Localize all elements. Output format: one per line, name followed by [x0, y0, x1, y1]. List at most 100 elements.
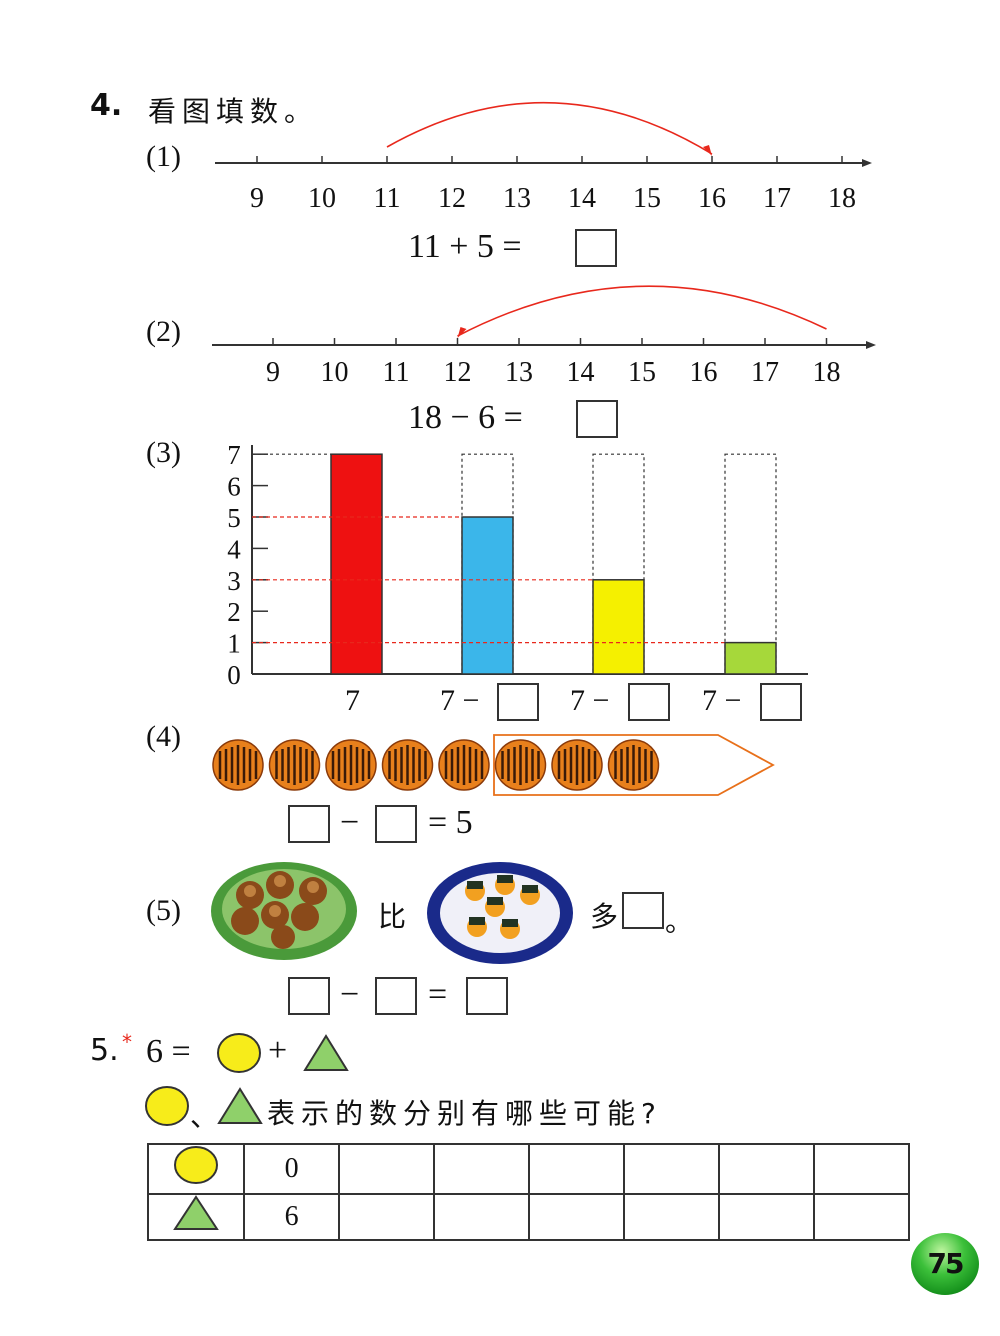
separator: 、 [190, 1100, 225, 1133]
bar-4 [724, 641, 777, 675]
table-cell: 0 [242, 1143, 341, 1195]
tick-label: 18 [813, 357, 841, 388]
cookie-icon [212, 739, 264, 791]
answer-box-5a[interactable] [288, 977, 330, 1015]
bar-caption: 7 − [702, 684, 742, 717]
green-triangle-icon [303, 1034, 349, 1071]
yellow-circle-icon [173, 1146, 218, 1184]
tick-label: 17 [763, 183, 791, 214]
y-tick-label: 1 [227, 629, 241, 659]
y-tick-label: 0 [227, 660, 241, 690]
muffin-plate-icon [211, 862, 357, 960]
cookie-icon [438, 739, 490, 791]
tick-label: 15 [633, 183, 661, 214]
table-cell[interactable] [528, 1193, 626, 1241]
tick-label: 14 [567, 357, 595, 388]
tick-label: 10 [321, 357, 349, 388]
minus-sign-4: − [340, 804, 360, 841]
y-tick-label: 4 [227, 534, 241, 564]
tick-label: 11 [383, 357, 410, 388]
answer-box-5-more[interactable] [622, 892, 664, 929]
jump-arrowhead-icon [703, 145, 712, 156]
answer-box-3-2[interactable] [628, 683, 670, 721]
question-4-title: 看图填数。 [148, 95, 319, 128]
answer-box-5b[interactable] [375, 977, 417, 1015]
table-cell[interactable] [433, 1143, 531, 1195]
axis-arrow-icon [866, 341, 876, 349]
yellow-circle-icon [145, 1086, 189, 1126]
more-word: 多 [590, 900, 625, 933]
tick-label: 9 [250, 183, 264, 214]
bar-3 [592, 579, 645, 675]
equals-result-4: = 5 [428, 804, 473, 841]
tick-label: 13 [505, 357, 533, 388]
part-3-label: (3) [146, 436, 181, 469]
answer-box-4a[interactable] [288, 805, 330, 843]
y-tick-label: 5 [227, 503, 241, 533]
bar-caption: 7 [345, 684, 360, 717]
compare-word: 比 [378, 900, 413, 933]
cookie-row [212, 734, 775, 796]
page-number: 75 [911, 1233, 979, 1295]
cookie-icon [551, 739, 603, 791]
table-cell[interactable] [338, 1193, 436, 1241]
tick-label: 18 [828, 183, 856, 214]
tick-label: 12 [438, 183, 466, 214]
part-4-label: (4) [146, 720, 181, 753]
plus-sign: + [268, 1032, 288, 1069]
plates-illustration [211, 862, 573, 964]
row-header-circle [147, 1143, 245, 1195]
y-tick-label: 3 [227, 566, 241, 596]
table-cell[interactable] [623, 1143, 720, 1195]
part-1-label: (1) [146, 140, 181, 173]
tick-label: 13 [503, 183, 531, 214]
table-cell[interactable] [812, 1143, 911, 1195]
answer-box-5c[interactable] [466, 977, 508, 1015]
axis-arrow-icon [862, 159, 872, 167]
bar-2 [461, 516, 514, 675]
tick-label: 11 [374, 183, 401, 214]
part-2-label: (2) [146, 315, 181, 348]
answer-box-4b[interactable] [375, 805, 417, 843]
tick-label: 17 [751, 357, 779, 388]
answer-box-3-1[interactable] [497, 683, 539, 721]
star-mark: * [122, 1030, 132, 1054]
table-cell[interactable] [623, 1193, 720, 1241]
answer-box-3-3[interactable] [760, 683, 802, 721]
jump-arrowhead-icon [457, 327, 467, 338]
equals-sign-5: = [428, 976, 448, 1013]
table-cell[interactable] [718, 1143, 815, 1195]
tick-label: 10 [308, 183, 336, 214]
answer-table: 0 6 [147, 1143, 911, 1241]
cookie-icon [325, 739, 377, 791]
grouping-arrow-outline [493, 734, 775, 796]
green-triangle-icon [217, 1087, 263, 1124]
cookie-icon [494, 739, 547, 791]
equation-2: 18 − 6 = [408, 399, 523, 436]
jump-arc [457, 285, 827, 337]
table-cell[interactable] [718, 1193, 815, 1241]
question-5-number: 5. [90, 1033, 119, 1068]
row-header-triangle [147, 1193, 245, 1241]
tick-label: 9 [266, 357, 280, 388]
table-cell[interactable] [338, 1143, 436, 1195]
yellow-circle-icon [217, 1033, 261, 1073]
tick-label: 16 [690, 357, 718, 388]
table-row-triangle: 6 [147, 1193, 911, 1241]
table-cell: 6 [242, 1193, 341, 1241]
green-triangle-icon [173, 1195, 219, 1230]
tick-label: 12 [444, 357, 472, 388]
answer-box-1[interactable] [575, 229, 617, 267]
table-cell[interactable] [528, 1143, 626, 1195]
period: 。 [665, 905, 700, 938]
cookie-icon [268, 739, 321, 791]
part-5-label: (5) [146, 894, 181, 927]
table-cell[interactable] [433, 1193, 531, 1241]
sushi-plate-icon [427, 862, 573, 964]
answer-box-2[interactable] [576, 400, 618, 438]
table-cell[interactable] [812, 1193, 911, 1241]
table-row-circle: 0 [147, 1143, 911, 1195]
